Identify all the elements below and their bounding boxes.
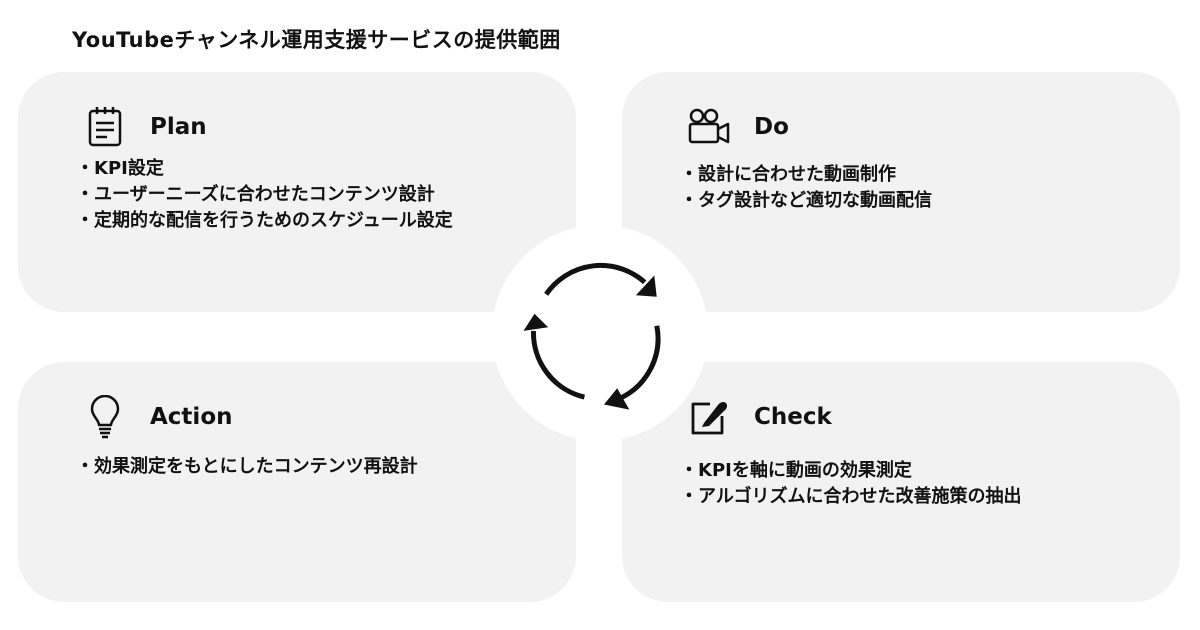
list-item: 効果測定をもとにしたコンテンツ再設計 bbox=[76, 454, 418, 480]
list-item: ユーザーニーズに合わせたコンテンツ設計 bbox=[76, 182, 453, 208]
plan-list: KPI設定 ユーザーニーズに合わせたコンテンツ設計 定期的な配信を行うためのスケ… bbox=[76, 156, 453, 234]
do-card: Do 設計に合わせた動画制作 タグ設計など適切な動画配信 bbox=[622, 72, 1180, 312]
cycle-center bbox=[492, 225, 708, 441]
list-item: 設計に合わせた動画制作 bbox=[680, 162, 932, 188]
video-camera-icon bbox=[684, 102, 734, 152]
plan-card: Plan KPI設定 ユーザーニーズに合わせたコンテンツ設計 定期的な配信を行う… bbox=[18, 72, 576, 312]
check-header: Check bbox=[684, 392, 832, 442]
action-header: Action bbox=[80, 392, 233, 442]
list-item: KPIを軸に動画の効果測定 bbox=[680, 458, 1021, 484]
check-list: KPIを軸に動画の効果測定 アルゴリズムに合わせた改善施策の抽出 bbox=[680, 458, 1021, 510]
notepad-icon bbox=[80, 102, 130, 152]
list-item: 定期的な配信を行うためのスケジュール設定 bbox=[76, 208, 453, 234]
edit-icon bbox=[684, 392, 734, 442]
list-item: KPI設定 bbox=[76, 156, 453, 182]
do-list: 設計に合わせた動画制作 タグ設計など適切な動画配信 bbox=[680, 162, 932, 214]
list-item: アルゴリズムに合わせた改善施策の抽出 bbox=[680, 484, 1021, 510]
action-list: 効果測定をもとにしたコンテンツ再設計 bbox=[76, 454, 418, 480]
page-title: YouTubeチャンネル運用支援サービスの提供範囲 bbox=[72, 28, 561, 52]
check-title: Check bbox=[754, 404, 832, 430]
action-title: Action bbox=[150, 404, 233, 430]
action-card: Action 効果測定をもとにしたコンテンツ再設計 bbox=[18, 362, 576, 602]
list-item: タグ設計など適切な動画配信 bbox=[680, 188, 932, 214]
plan-header: Plan bbox=[80, 102, 207, 152]
do-title: Do bbox=[754, 114, 789, 140]
do-header: Do bbox=[684, 102, 789, 152]
plan-title: Plan bbox=[150, 114, 207, 140]
lightbulb-icon bbox=[80, 392, 130, 442]
check-card: Check KPIを軸に動画の効果測定 アルゴリズムに合わせた改善施策の抽出 bbox=[622, 362, 1180, 602]
cycle-arrows-icon bbox=[523, 262, 661, 410]
